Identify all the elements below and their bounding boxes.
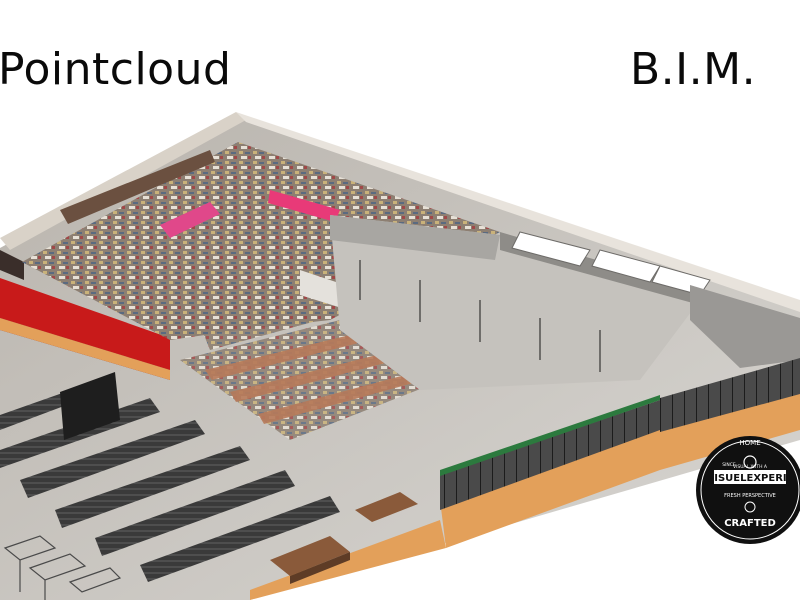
badge-home-text: HOME bbox=[739, 439, 760, 447]
wooden-display-tables bbox=[270, 492, 418, 584]
checkout-furniture bbox=[3, 535, 122, 600]
at-icon bbox=[744, 501, 756, 513]
badge-brand-text: VISUELEXPERIE bbox=[707, 473, 794, 484]
camera-icon bbox=[743, 455, 757, 469]
badge-fresh-text: FRESH PERSPECTIVE bbox=[724, 493, 776, 499]
bim-heading: B.I.M. bbox=[630, 44, 757, 95]
badge-banner bbox=[714, 470, 786, 484]
badge-crafted-text: CRAFTED bbox=[724, 518, 776, 529]
bim-region bbox=[330, 215, 800, 390]
badge-visual-text: VISUAL WITH A bbox=[733, 464, 768, 470]
bim-shelving-rows bbox=[0, 372, 340, 582]
storefront-glazing bbox=[440, 358, 800, 510]
badge-since-text: SINCE bbox=[722, 462, 736, 468]
back-walls bbox=[0, 112, 800, 312]
crafted-badge: HOME SINCE VISUAL WITH A VISUELEXPERIE F… bbox=[696, 436, 800, 544]
pointcloud-heading: Pointcloud bbox=[0, 44, 232, 95]
